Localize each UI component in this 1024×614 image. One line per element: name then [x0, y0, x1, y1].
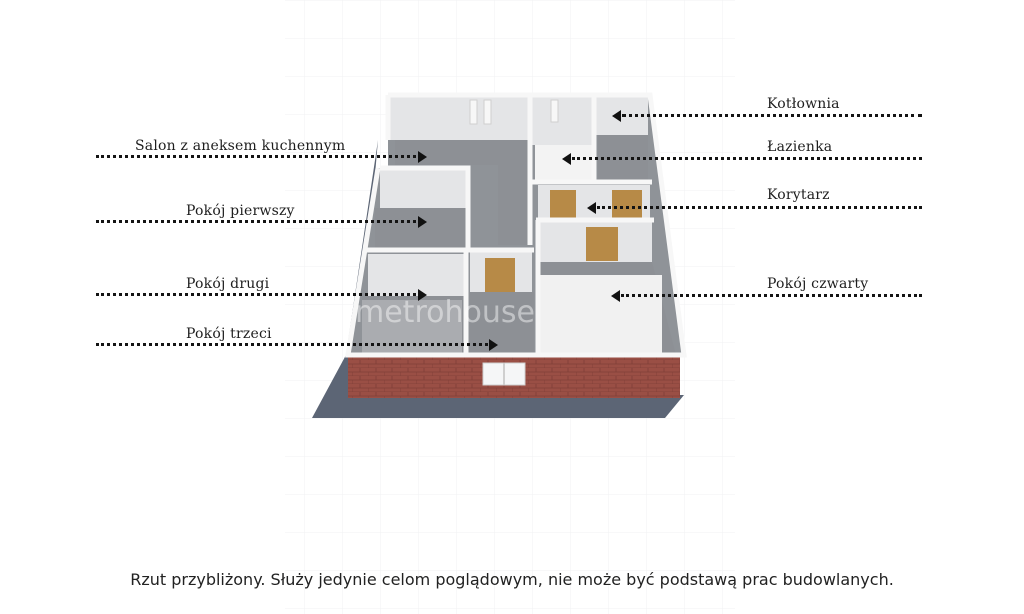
disclaimer-text: Rzut przybliżony. Służy jedynie celom po… [130, 570, 894, 589]
leader-kotlownia [622, 114, 922, 117]
label-korytarz: Korytarz [767, 187, 830, 203]
arrow-pokoj-trzeci [489, 339, 498, 351]
door-korytarz-right [612, 190, 642, 218]
label-pokoj-drugi: Pokój drugi [186, 276, 270, 292]
label-pokoj-pierwszy: Pokój pierwszy [186, 203, 295, 219]
salon-back-wall [390, 95, 528, 140]
door-pokoj-trzeci [485, 258, 515, 292]
label-pokoj-czwarty: Pokój czwarty [767, 276, 869, 292]
label-pokoj-trzeci: Pokój trzeci [186, 326, 272, 342]
arrow-kotlownia [612, 110, 621, 122]
arrow-pokoj-pierwszy [418, 216, 427, 228]
watermark: metrohouse [355, 295, 535, 330]
arrow-lazienka [562, 153, 571, 165]
leader-pokoj-czwarty [621, 294, 922, 297]
arrow-pokoj-czwarty [611, 290, 620, 302]
label-salon: Salon z aneksem kuchennym [135, 138, 346, 154]
leader-korytarz [597, 206, 922, 209]
pokoj-drugi-wall [368, 254, 464, 296]
label-lazienka: Łazienka [767, 139, 833, 155]
arrow-pokoj-drugi [418, 289, 427, 301]
leader-pokoj-pierwszy [96, 220, 416, 223]
leader-lazienka [572, 157, 922, 160]
door-korytarz-left [550, 190, 576, 218]
pokoj-pierwszy-wall [380, 170, 468, 208]
salon-floor [395, 140, 528, 245]
pokoj-pierwszy-floor [375, 208, 468, 248]
lazienka-wall [532, 95, 592, 145]
door-pokoj-czwarty [586, 227, 618, 261]
arrow-salon [418, 151, 427, 163]
wall-tops [345, 92, 687, 358]
leader-salon [96, 155, 416, 158]
arrow-korytarz [587, 202, 596, 214]
label-kotlownia: Kotłownia [767, 96, 840, 112]
leader-pokoj-trzeci [96, 343, 488, 346]
leader-pokoj-drugi [96, 293, 416, 296]
